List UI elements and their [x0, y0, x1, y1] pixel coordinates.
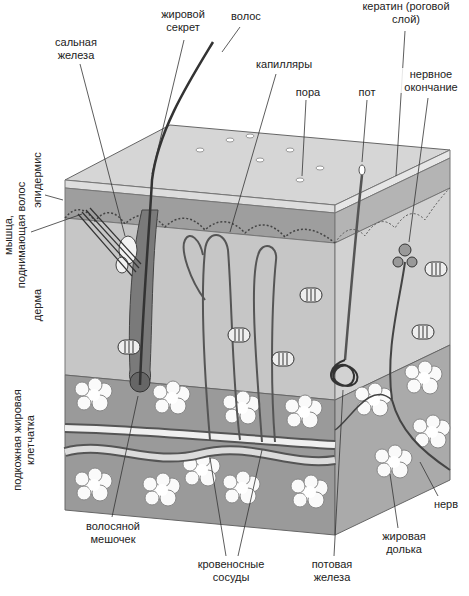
part-label: волос	[226, 10, 266, 23]
part-label: капилляры	[248, 58, 320, 71]
nerve-ending	[393, 244, 417, 267]
part-label: дерма	[31, 275, 44, 335]
arrector-muscle	[78, 208, 141, 276]
part-label: жировая долька	[370, 530, 438, 555]
part-label: кератин (роговой слой)	[360, 0, 452, 25]
sensory-capsules	[118, 262, 447, 366]
part-label: кровеносные сосуды	[185, 558, 277, 583]
leader-lines	[31, 27, 438, 556]
part-label: пора	[290, 86, 326, 99]
part-label: волосяной мешочек	[76, 520, 150, 545]
pores	[196, 134, 324, 182]
part-label: сальная железа	[40, 36, 112, 61]
nerve-branch	[335, 394, 392, 430]
capillaries	[184, 235, 276, 442]
part-label: пот	[352, 86, 382, 99]
sweat-duct	[345, 175, 362, 360]
papillae-boundary-side	[335, 188, 450, 243]
sweat-drop	[359, 165, 365, 175]
part-label: подкожная жировая клетчатка	[11, 375, 36, 505]
part-label: потовая железа	[300, 558, 364, 583]
subcutaneous-layer	[65, 375, 335, 535]
part-label: нерв	[428, 498, 464, 511]
part-label: эпидермис	[31, 140, 44, 220]
nerve	[390, 262, 450, 470]
part-label: жировой секрет	[150, 8, 216, 33]
part-label: мышца, поднимающая волос	[2, 180, 27, 290]
hair-shaft	[140, 42, 213, 385]
sweat-gland-coil	[331, 360, 358, 386]
part-label: нервное окончание	[398, 68, 464, 93]
blood-vessels	[65, 428, 335, 461]
